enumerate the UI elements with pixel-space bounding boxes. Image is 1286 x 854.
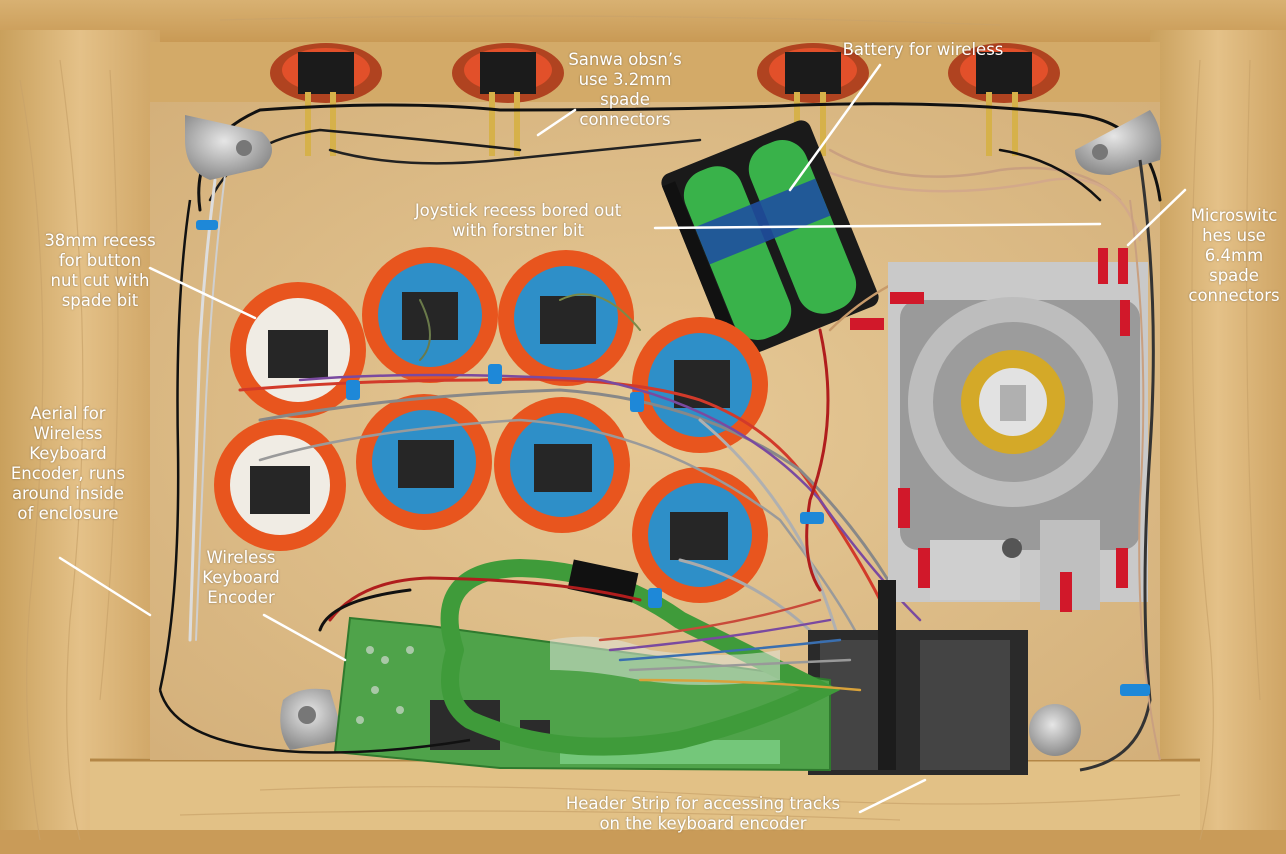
cable-tie-icon	[196, 220, 218, 230]
cable-tie-icon	[800, 512, 824, 524]
top-button-row	[270, 43, 1060, 156]
pointer-microswitches	[1126, 188, 1187, 247]
pointer-button-recess	[148, 266, 257, 320]
pointer-aerial	[58, 556, 152, 617]
cable-tie-icon	[630, 392, 644, 412]
annotation-sanwa-connectors: Sanwa obsn’s use 3.2mm spade connectors	[568, 50, 682, 129]
annotation-joystick-recess: Joystick recess bored out with forstner …	[414, 201, 622, 240]
top-button-2	[452, 43, 564, 156]
joystick-assembly	[850, 248, 1148, 612]
hot-glue	[550, 636, 780, 685]
frame-left	[0, 30, 160, 854]
aerial-wire	[158, 199, 192, 691]
button-8	[632, 467, 768, 603]
frame-bottom-edge	[0, 830, 1286, 854]
pointer-encoder	[262, 613, 347, 662]
right-wire-bundle	[1079, 159, 1155, 772]
pointer-joystick-recess	[653, 222, 1102, 230]
wood-grain	[19, 15, 1261, 841]
pointer-sanwa	[536, 108, 577, 137]
annotation-battery: Battery for wireless	[842, 40, 1004, 59]
cable-tie-icon	[1120, 684, 1150, 696]
annotation-encoder: Wireless Keyboard Encoder	[202, 548, 280, 607]
aerial-wire-bottom	[158, 689, 471, 754]
button-4	[632, 317, 768, 453]
pointer-battery	[788, 63, 882, 192]
black-tape	[567, 559, 639, 603]
encoder-wires	[318, 576, 862, 692]
top-wiring	[188, 102, 1162, 642]
pointer-header-strip	[858, 778, 927, 814]
button-5	[214, 419, 346, 551]
annotation-microswitches: Microswitc hes use 6.4mm spade connector…	[1188, 206, 1280, 305]
screw-icon	[1092, 144, 1108, 160]
bracket-bottom-right	[1029, 704, 1081, 756]
button-7	[494, 397, 630, 533]
button-2	[362, 247, 498, 383]
button-3	[498, 250, 634, 386]
cable-ties	[196, 220, 1150, 696]
cable-tie-icon	[346, 380, 360, 400]
annotation-pointers	[58, 63, 1187, 814]
cable-tie-icon	[488, 364, 502, 384]
annotation-button-recess: 38mm recess for button nut cut with spad…	[44, 231, 156, 310]
cable-tie-icon	[648, 588, 662, 608]
button-6	[356, 394, 492, 530]
bracket-top-left	[185, 115, 272, 180]
header-strip-perfboard	[808, 580, 1028, 775]
mounting-brackets	[185, 110, 1162, 756]
top-button-1	[270, 43, 382, 156]
frame-right	[1150, 30, 1286, 854]
frame-top	[0, 0, 1286, 42]
green-tube	[440, 558, 841, 756]
annotation-header-strip: Header Strip for accessing tracks on the…	[565, 794, 841, 833]
screw-icon	[236, 140, 252, 156]
top-button-4	[948, 43, 1060, 156]
annotation-aerial: Aerial for Wireless Keyboard Encoder, ru…	[10, 404, 126, 523]
screw-icon	[298, 706, 316, 724]
button-1	[230, 282, 366, 418]
